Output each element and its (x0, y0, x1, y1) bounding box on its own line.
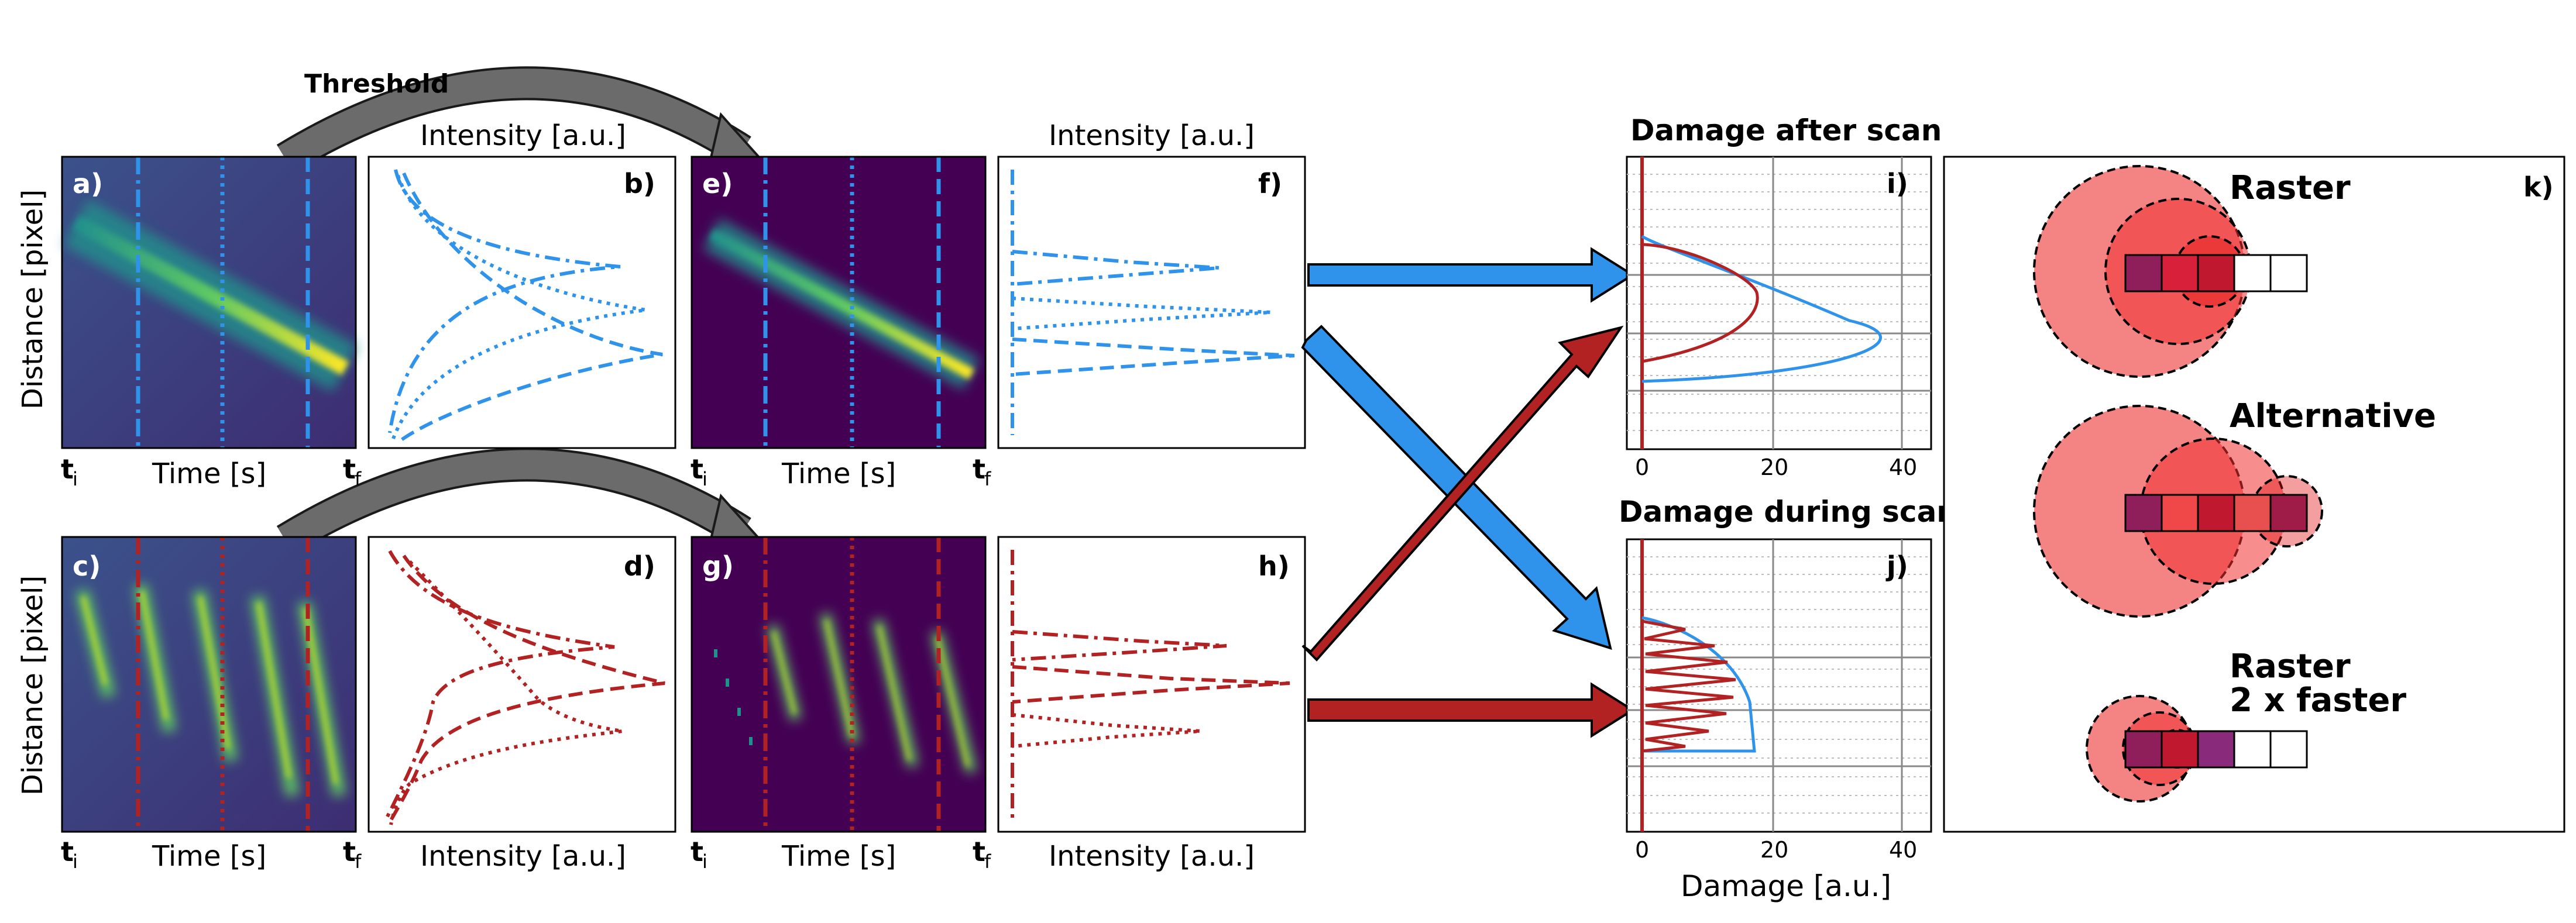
svg-text:Alternative: Alternative (2230, 397, 2436, 435)
intensity-label-f: Intensity [a.u.] (1049, 119, 1255, 152)
panel-b-profiles: b) (367, 156, 676, 449)
panel-j-title: Damage during scan (1619, 495, 1957, 529)
intensity-label-b: Intensity [a.u.] (420, 119, 626, 152)
distance-label-top: Distance [pixel] (16, 190, 49, 409)
red-arrow-diagonal (1301, 325, 1624, 662)
panel-j-damage-during: Damage during scan (1619, 495, 1957, 863)
svg-text:t: t (691, 836, 703, 867)
svg-text:Time [s]: Time [s] (781, 457, 896, 490)
svg-text:f: f (984, 850, 991, 873)
time-axis-g: t i Time [s] t f (691, 836, 991, 873)
raster-scheme: Raster (2033, 165, 2351, 378)
panel-f-label: f) (1258, 168, 1282, 199)
panel-j-label: j) (1885, 550, 1908, 582)
svg-text:20: 20 (1760, 454, 1788, 480)
panel-c-label: c) (73, 550, 101, 582)
svg-text:Time [s]: Time [s] (152, 457, 266, 490)
threshold-arrow-bottom (276, 447, 764, 555)
blue-arrow-straight (1307, 247, 1635, 303)
time-axis-c: t i Time [s] t f (61, 836, 362, 873)
svg-text:i: i (73, 468, 78, 490)
time-axis-a: t i Time [s] t f (61, 453, 362, 490)
panel-a-label: a) (73, 168, 103, 199)
svg-text:2 x faster: 2 x faster (2230, 681, 2406, 719)
alternative-scheme: Alternative (2033, 397, 2436, 618)
svg-text:f: f (355, 850, 362, 873)
intensity-label-d: Intensity [a.u.] (420, 840, 626, 873)
panel-d-label: d) (624, 550, 655, 582)
panel-g-heatmap: g) (691, 536, 987, 833)
svg-text:40: 40 (1889, 837, 1917, 863)
svg-text:i: i (702, 468, 707, 490)
svg-text:t: t (973, 836, 985, 867)
svg-text:t: t (61, 453, 74, 485)
panel-i-label: i) (1887, 168, 1908, 199)
svg-text:Time [s]: Time [s] (781, 840, 896, 873)
svg-text:f: f (984, 468, 991, 490)
svg-text:t: t (973, 453, 985, 485)
panel-i-damage-after: Damage after scan (1626, 113, 1942, 480)
svg-text:t: t (61, 836, 74, 867)
svg-text:t: t (343, 453, 356, 485)
svg-text:Raster: Raster (2230, 648, 2351, 686)
panel-g-label: g) (702, 550, 734, 582)
svg-text:i: i (702, 850, 707, 873)
panel-c-heatmap: c) (61, 536, 357, 833)
panel-i-title: Damage after scan (1630, 113, 1942, 147)
damage-axis-label: Damage [a.u.] (1681, 869, 1891, 903)
panel-e-heatmap: e) (691, 156, 987, 449)
svg-text:40: 40 (1889, 454, 1917, 480)
panel-d-profiles: d) (367, 536, 676, 833)
distance-label-bottom: Distance [pixel] (16, 576, 49, 795)
time-axis-e: t i Time [s] t f (691, 453, 991, 490)
panel-k-label: k) (2523, 171, 2554, 203)
svg-text:f: f (355, 468, 362, 490)
panel-k-scan-schemes: k) Raster Alternative (1943, 156, 2565, 833)
svg-text:t: t (691, 453, 703, 485)
svg-text:Time [s]: Time [s] (152, 840, 266, 873)
red-arrow-straight (1307, 682, 1635, 738)
intensity-label-h: Intensity [a.u.] (1049, 840, 1255, 873)
panel-a-heatmap: a) (61, 156, 358, 449)
svg-text:0: 0 (1635, 837, 1649, 863)
svg-text:t: t (343, 836, 356, 867)
svg-text:Raster: Raster (2230, 169, 2351, 207)
raster-faster-scheme: Raster 2 x faster (2086, 648, 2406, 803)
panel-b-label: b) (624, 168, 655, 199)
panel-f-profiles: f) (997, 156, 1306, 449)
panel-h-profiles: h) (997, 536, 1306, 833)
panel-h-label: h) (1258, 550, 1290, 582)
threshold-arrow-top (276, 66, 764, 174)
svg-text:20: 20 (1760, 837, 1788, 863)
svg-text:i: i (73, 850, 78, 873)
panel-e-label: e) (702, 168, 733, 199)
threshold-label: Threshold (304, 69, 449, 99)
svg-text:0: 0 (1635, 454, 1649, 480)
